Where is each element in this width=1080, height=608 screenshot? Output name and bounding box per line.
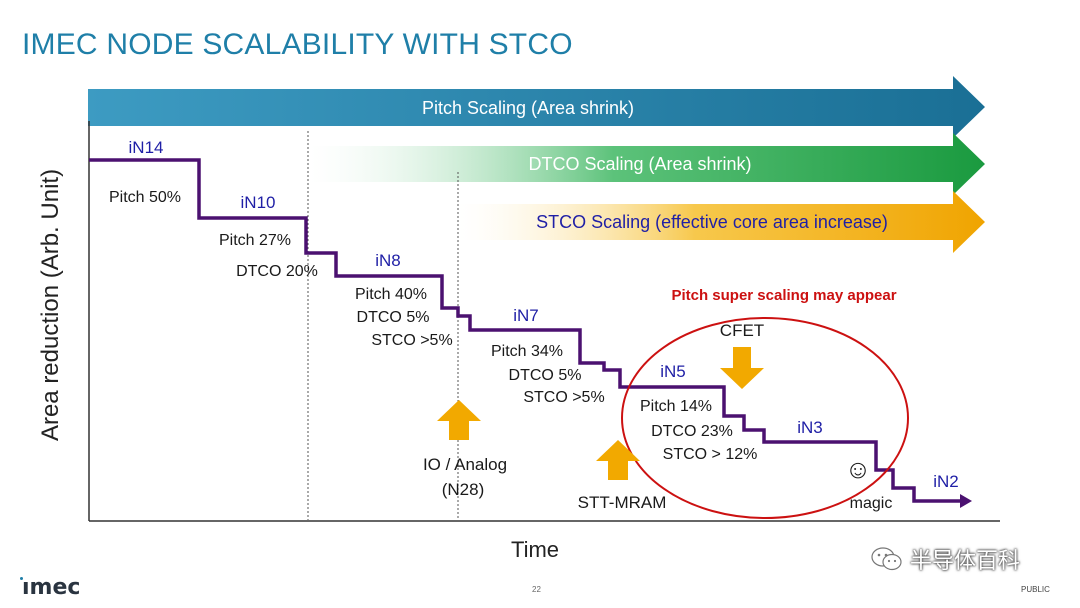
public-label: PUBLIC [1021,585,1050,594]
pitch-scaling-label: Pitch Scaling (Area shrink) [422,98,634,118]
super-scaling-ellipse [621,317,909,519]
watermark: 半导体百科 [870,543,1020,575]
io-analog-up-arrow [437,400,481,440]
smiley-icon: ☺ [845,454,872,484]
dtco-scaling-arrow [310,133,985,195]
super-scaling-note: Pitch super scaling may appear [671,287,896,304]
io-analog-label-line2: (N28) [442,480,485,499]
annotation-n7-dtco: DTCO 5% [509,367,582,384]
pitch-scaling-arrow [88,76,985,138]
stt-mram-label: STT-MRAM [578,493,667,512]
node-label-in8: iN8 [375,251,401,270]
step-line-arrowhead [960,494,972,508]
slide-title: IMEC NODE SCALABILITY WITH STCO [22,28,573,61]
node-label-in3: iN3 [797,418,823,437]
magic-label: magic [850,495,893,512]
area-reduction-step-line [89,158,962,503]
annotation-n8-pitch: Pitch 40% [355,286,427,303]
stt-mram-up-arrow [596,440,640,480]
node-label-in14: iN14 [129,138,164,157]
node-label-in2: iN2 [933,472,959,491]
annotation-n5-pitch: Pitch 14% [640,398,712,415]
x-axis-label: Time [511,537,559,562]
annotation-n10-dtco: DTCO 20% [236,263,318,280]
dtco-scaling-label: DTCO Scaling (Area shrink) [528,154,751,174]
annotation-n7-pitch: Pitch 34% [491,343,563,360]
annotation-n5-stco: STCO > 12% [663,446,758,463]
annotation-n8-stco: STCO >5% [371,332,452,349]
stco-scaling-arrow [458,191,985,253]
cfet-down-arrow [720,347,764,389]
annotation-n7-stco: STCO >5% [523,389,604,406]
annotation-n10-pitch: Pitch 27% [219,232,291,249]
wechat-icon [871,547,902,571]
imec-logo: ımec [20,575,81,600]
annotation-n8-dtco: DTCO 5% [357,309,430,326]
node-label-in5: iN5 [660,362,686,381]
stco-scaling-label: STCO Scaling (effective core area increa… [536,212,888,232]
annotation-n5-dtco: DTCO 23% [651,423,733,440]
logo-dot [20,577,23,580]
page-number: 22 [532,585,541,594]
io-analog-label-line1: IO / Analog [423,455,507,474]
logo-text: ımec [22,575,81,600]
cfet-label: CFET [720,321,764,340]
node-label-in10: iN10 [241,193,276,212]
annotation-n14-pitch: Pitch 50% [109,189,181,206]
y-axis-label: Area reduction (Arb. Unit) [37,169,64,441]
watermark-text: 半导体百科 [910,549,1021,574]
node-label-in7: iN7 [513,306,539,325]
